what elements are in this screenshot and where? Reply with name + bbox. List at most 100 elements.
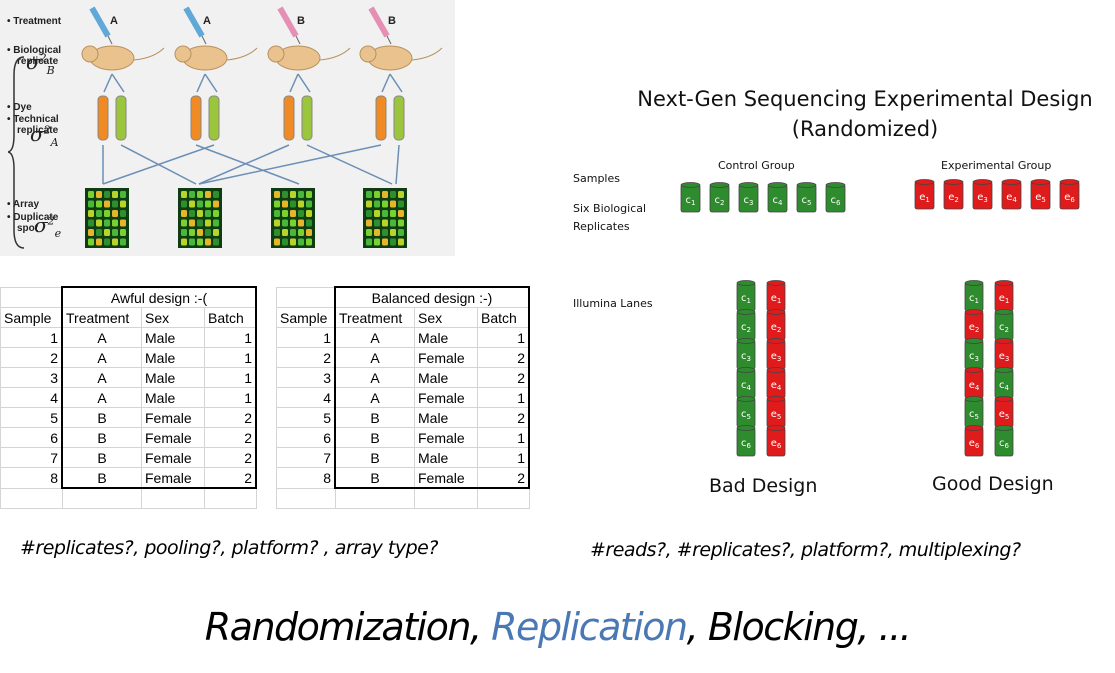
lane-segment-label: c5 xyxy=(969,409,979,421)
experimental-sample-label: e5 xyxy=(1035,192,1046,204)
ngs-title-line2: (Randomized) xyxy=(791,117,939,141)
table-cell: Male xyxy=(141,327,205,348)
label-spot: spot xyxy=(17,223,39,234)
randomization-text: Randomization, xyxy=(204,605,492,649)
lane-segment-experimental xyxy=(766,280,786,312)
lane-segment-label: e5 xyxy=(771,409,782,421)
treatment-letter-1: A xyxy=(110,15,118,27)
column-header: Sample xyxy=(276,307,336,328)
bottom-headline: Randomization, Replication, Blocking, ..… xyxy=(0,605,1115,649)
table-cell: 7 xyxy=(276,447,336,468)
label-array: • Array xyxy=(7,199,40,210)
lane-segment-control xyxy=(736,396,756,428)
table-cell: Female xyxy=(141,467,205,489)
arrow-icon xyxy=(102,144,400,185)
lane-segment-label: e6 xyxy=(771,438,782,450)
table-cell: B xyxy=(61,447,142,468)
bad-design-label: Bad Design xyxy=(709,475,818,497)
control-sample-tube xyxy=(680,182,701,213)
table-cell: Male xyxy=(414,447,478,468)
table-cell: Male xyxy=(141,347,205,368)
control-sample-tube xyxy=(825,182,846,213)
experimental-sample-label: e1 xyxy=(919,192,930,204)
lane-segment-label: c4 xyxy=(741,380,752,392)
lane-segment-control xyxy=(736,425,756,457)
control-sample-label: c5 xyxy=(802,195,812,207)
lane-segment-label: c4 xyxy=(999,380,1010,392)
table-cell: 2 xyxy=(204,447,257,468)
lane-segment-label: c6 xyxy=(999,438,1010,450)
table-cell: 1 xyxy=(477,387,530,408)
table-cell: 2 xyxy=(477,467,530,489)
sigma-a: σ2A xyxy=(30,122,59,149)
lane-segment-label: e2 xyxy=(771,322,782,334)
experimental-sample-tube xyxy=(972,179,993,210)
array-experiment-figure: • Treatment • Biological replicate • Dye… xyxy=(0,0,455,256)
column-header: Batch xyxy=(477,307,530,328)
right-caption: #reads?, #replicates?, platform?, multip… xyxy=(590,539,1021,561)
label-biological: • Biological xyxy=(7,45,62,56)
lanes-label: Illumina Lanes xyxy=(573,297,653,310)
control-group-label: Control Group xyxy=(718,159,795,172)
lane-segment-good xyxy=(994,425,1014,457)
label-dye: • Dye xyxy=(7,102,32,113)
replication-text: Replication xyxy=(491,605,688,649)
left-caption: #replicates?, pooling?, platform? , arra… xyxy=(20,537,438,559)
label-technical: • Technical xyxy=(7,114,59,125)
lane-segment-good xyxy=(964,338,984,370)
experimental-sample-label: e4 xyxy=(1006,192,1017,204)
control-sample-tube xyxy=(767,182,788,213)
syringe-icon xyxy=(89,6,392,45)
lane-segment-label: e4 xyxy=(771,380,782,392)
lane-segment-label: e5 xyxy=(999,409,1010,421)
lane-segment-label: c1 xyxy=(969,293,979,305)
replicates-label-line2: Replicates xyxy=(573,220,630,233)
arrow-icon xyxy=(103,73,403,93)
table-cell: Female xyxy=(414,347,478,368)
table-cell: Female xyxy=(414,467,478,489)
table-cell: Male xyxy=(141,367,205,388)
table-cell: Female xyxy=(141,407,205,428)
control-sample-label: c2 xyxy=(715,195,725,207)
treatment-letter-4: B xyxy=(388,15,396,27)
label-replicate-bio: replicate xyxy=(17,56,59,67)
lane-segment-label: c1 xyxy=(741,293,751,305)
sigma-b: σ2B xyxy=(26,50,55,77)
control-sample-label: c1 xyxy=(686,195,696,207)
lane-segment-label: e1 xyxy=(771,293,782,305)
experimental-sample-tube xyxy=(1059,179,1080,210)
lane-segment-control xyxy=(736,309,756,341)
experimental-sample-tube xyxy=(914,179,935,210)
sigma-e: σ2e xyxy=(34,213,62,240)
array-illustration xyxy=(81,6,443,248)
lane-segment-experimental xyxy=(766,367,786,399)
lane-segment-label: e3 xyxy=(771,351,782,363)
experimental-sample-label: e6 xyxy=(1064,192,1075,204)
experimental-sample-label: e3 xyxy=(977,192,988,204)
table-cell: 2 xyxy=(204,467,257,489)
lane-segment-label: e1 xyxy=(999,293,1010,305)
control-sample-tube xyxy=(796,182,817,213)
microarray-spots xyxy=(88,191,404,246)
table-cell: 2 xyxy=(477,347,530,368)
samples-label: Samples xyxy=(573,172,620,185)
lane-segment-label: e6 xyxy=(969,438,980,450)
label-treatment: • Treatment xyxy=(7,16,62,27)
lane-segment-good xyxy=(964,367,984,399)
lane-segment-label: e3 xyxy=(999,351,1010,363)
good-design-label: Good Design xyxy=(932,473,1054,495)
lane-segment-label: c6 xyxy=(741,438,752,450)
